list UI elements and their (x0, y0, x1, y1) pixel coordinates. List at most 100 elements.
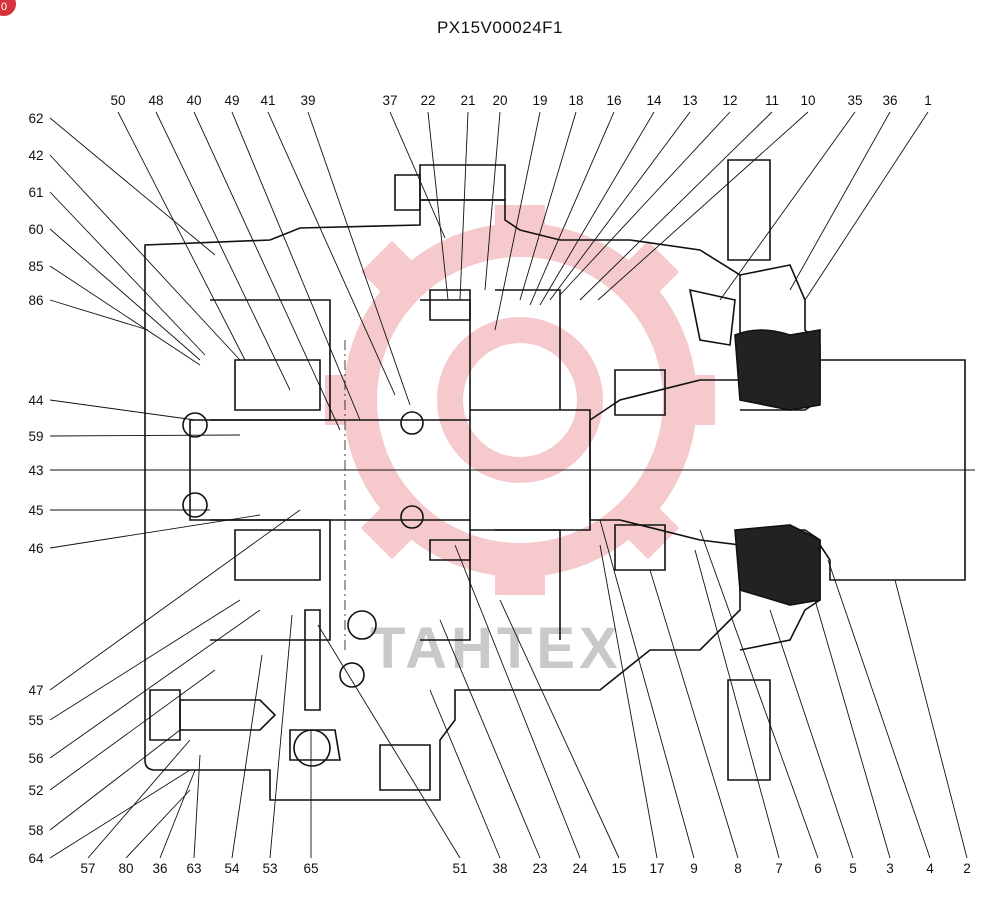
leader-top-37 (389, 111, 446, 239)
callout-left-44: 44 (28, 393, 44, 408)
leader-bottom-15 (499, 599, 620, 859)
callout-top-36: 36 (882, 93, 897, 108)
callout-left-42: 42 (28, 148, 43, 163)
watermark-gear-icon (325, 205, 715, 595)
leader-left-86 (49, 299, 149, 331)
callout-left-52: 52 (28, 783, 43, 798)
callout-top-41: 41 (260, 93, 275, 108)
callout-top-40: 40 (186, 93, 201, 108)
leader-left-85 (49, 265, 201, 366)
callout-bottom-63: 63 (186, 861, 201, 876)
callout-top-12: 12 (722, 93, 737, 108)
leader-bottom-23 (439, 619, 541, 859)
callout-top-18: 18 (568, 93, 583, 108)
callout-top-21: 21 (460, 93, 475, 108)
drawing-title: PX15V00024F1 (436, 18, 564, 37)
leader-top-48 (155, 111, 291, 391)
leader-top-10 (597, 111, 809, 301)
leader-bottom-6 (699, 529, 819, 859)
callout-left-61: 61 (28, 185, 43, 200)
leader-top-40 (193, 111, 341, 431)
callout-bottom-57: 57 (80, 861, 95, 876)
leader-top-11 (579, 111, 773, 301)
leader-bottom-8 (649, 569, 739, 859)
leader-bottom-3 (814, 599, 891, 859)
leader-bottom-57 (87, 739, 191, 859)
callout-bottom-80: 80 (118, 861, 133, 876)
callout-top-49: 49 (224, 93, 239, 108)
leader-top-41 (267, 111, 396, 396)
callout-left-59: 59 (28, 429, 43, 444)
leader-bottom-38 (429, 689, 501, 859)
callout-bottom-65: 65 (303, 861, 318, 876)
callout-bottom-23: 23 (532, 861, 547, 876)
leader-left-61 (49, 191, 206, 356)
callout-bottom-36: 36 (152, 861, 167, 876)
callout-left-64: 64 (28, 851, 44, 866)
leader-left-56 (49, 609, 261, 759)
leader-bottom-5 (769, 609, 854, 859)
leader-left-44 (49, 399, 196, 421)
callout-left-60: 60 (28, 222, 43, 237)
housing-outline (144, 159, 966, 801)
leader-bottom-63 (193, 754, 201, 859)
leader-bottom-54 (231, 654, 263, 859)
callout-bottom-53: 53 (262, 861, 277, 876)
callout-top-19: 19 (532, 93, 547, 108)
callout-bottom-8: 8 (734, 861, 742, 876)
callout-bottom-3: 3 (886, 861, 894, 876)
leader-left-46 (49, 514, 261, 549)
callout-top-14: 14 (646, 93, 662, 108)
leader-bottom-9 (599, 519, 695, 859)
callout-top-20: 20 (492, 93, 507, 108)
leader-top-13 (549, 111, 691, 301)
callout-left-55: 55 (28, 713, 43, 728)
leader-top-22 (427, 111, 449, 301)
callout-left-86: 86 (28, 293, 43, 308)
leader-bottom-2 (894, 579, 968, 859)
leader-bottom-4 (827, 559, 931, 859)
callout-bottom-38: 38 (492, 861, 507, 876)
callout-top-48: 48 (148, 93, 163, 108)
leader-top-19 (494, 111, 541, 331)
leader-top-36 (789, 111, 891, 291)
leader-bottom-51 (317, 624, 461, 859)
leader-top-1 (804, 111, 929, 301)
callout-left-62: 62 (28, 111, 43, 126)
callout-left-47: 47 (28, 683, 43, 698)
leader-top-35 (719, 111, 856, 301)
callout-bottom-24: 24 (572, 861, 588, 876)
callout-top-11: 11 (765, 93, 779, 108)
leader-bottom-7 (694, 549, 780, 859)
leader-bottom-24 (454, 544, 581, 859)
leader-bottom-17 (599, 544, 658, 859)
corner-badge: 0 (0, 0, 16, 16)
callout-bottom-4: 4 (926, 861, 934, 876)
leader-top-21 (459, 111, 469, 301)
leader-left-47 (49, 509, 301, 691)
callout-top-10: 10 (800, 93, 815, 108)
leader-top-50 (117, 111, 246, 361)
callout-left-43: 43 (28, 463, 43, 478)
leader-left-58 (49, 729, 181, 831)
callout-bottom-17: 17 (649, 861, 664, 876)
callout-bottom-51: 51 (452, 861, 467, 876)
callout-left-85: 85 (28, 259, 43, 274)
leader-top-12 (559, 111, 731, 296)
leader-left-52 (49, 669, 216, 791)
callout-top-22: 22 (420, 93, 435, 108)
callout-left-45: 45 (28, 503, 43, 518)
callout-top-37: 37 (382, 93, 397, 108)
leader-left-59 (49, 434, 241, 437)
leader-bottom-53 (269, 614, 293, 859)
leader-top-20 (484, 111, 501, 291)
callout-top-16: 16 (606, 93, 621, 108)
leader-top-18 (519, 111, 577, 301)
leader-left-60 (49, 228, 201, 361)
leader-top-39 (307, 111, 411, 406)
leader-lines (49, 111, 968, 859)
callout-bottom-2: 2 (963, 861, 971, 876)
